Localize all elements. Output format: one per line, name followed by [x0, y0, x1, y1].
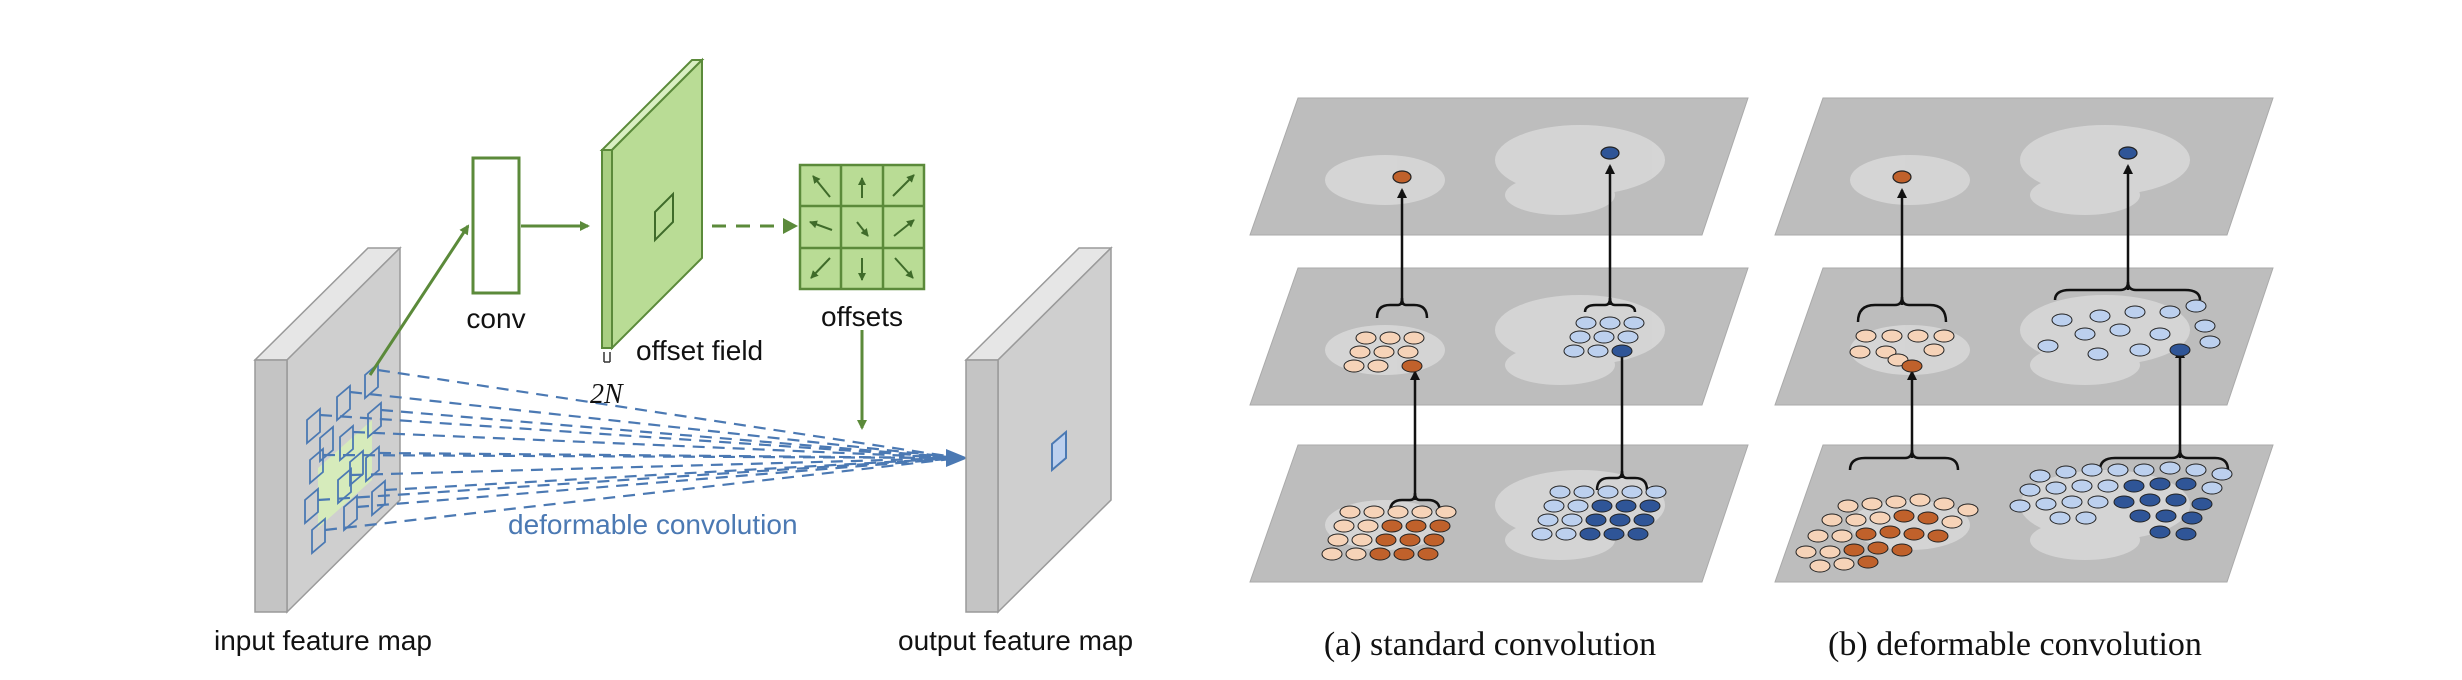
deformable-convolution-label: deformable convolution [508, 509, 798, 540]
bottom-blue-units-b [2009, 461, 2233, 541]
caption-a: (a) standard convolution [1324, 626, 1656, 663]
offset-field-label: offset field [636, 335, 763, 366]
input-feature-map [253, 246, 402, 614]
input-to-conv-arrow [368, 224, 470, 376]
planes-a [1249, 97, 1749, 583]
output-feature-map-label: output feature map [898, 625, 1133, 656]
conv-box [471, 156, 521, 295]
deformable-dashed-lines [317, 368, 961, 532]
offset-arrows [809, 174, 915, 281]
input-feature-map-label: input feature map [214, 625, 432, 656]
middle-blue-units-b [2037, 299, 2221, 361]
bottom-orange-units-b [1795, 493, 1979, 573]
middle-blue-units-a [1563, 316, 1645, 358]
panel-standard-convolution: (a) standard convolution [1249, 97, 1749, 663]
panel-deformable-convolution: (b) deformable convolution [1774, 97, 2274, 663]
conv-label: conv [466, 303, 525, 334]
bottom-blue-units-a [1531, 485, 1667, 541]
output-feature-map [964, 246, 1113, 614]
bottom-orange-units-a [1321, 505, 1457, 561]
channels-label: 2N [590, 379, 624, 410]
middle-orange-units-b [1849, 329, 1955, 373]
left-diagram: conv offset field 2N offsets deformable … [214, 57, 1133, 656]
caption-b: (b) deformable convolution [1828, 626, 2202, 663]
middle-orange-units-a [1343, 331, 1425, 373]
offset-field [599, 57, 705, 363]
offsets-label: offsets [821, 301, 903, 332]
sampling-grid [304, 362, 386, 555]
